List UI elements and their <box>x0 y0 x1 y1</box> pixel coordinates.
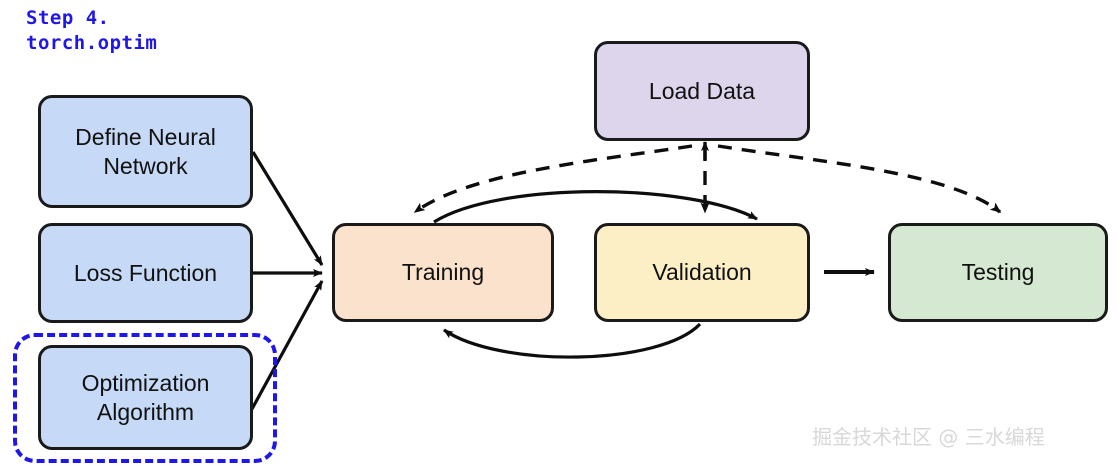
page-title-line2: torch.optim <box>26 32 158 54</box>
edge-load-data-to-training <box>413 144 693 214</box>
page-title-line1: Step 4. <box>26 7 110 29</box>
node-optimization-algorithm[interactable]: Optimization Algorithm <box>38 345 253 450</box>
node-define-neural-network[interactable]: Define Neural Network <box>38 95 253 208</box>
edge-load-data-to-testing <box>717 144 1002 214</box>
edge-define-network-to-training <box>251 151 324 266</box>
watermark: 掘金技术社区 @ 三水编程 <box>812 425 1045 449</box>
node-testing-label: Testing <box>961 259 1035 285</box>
edge-validation-to-training <box>443 322 702 359</box>
node-load-data-label: Load Data <box>648 77 756 104</box>
page-title: Step 4. torch.optim <box>26 6 157 56</box>
node-loss-function-label: Loss Function <box>73 259 218 286</box>
node-define-neural-network-label: Define Neural Network <box>75 123 216 179</box>
node-optimization-algorithm-label: Optimization Algorithm <box>81 369 210 425</box>
node-loss-function[interactable]: Loss Function <box>38 223 253 323</box>
optimization-highlight-box <box>13 333 277 463</box>
node-validation[interactable]: Validation <box>594 223 810 322</box>
node-training-label: Training <box>401 259 485 285</box>
node-load-data[interactable]: Load Data <box>594 41 810 141</box>
node-training[interactable]: Training <box>332 223 554 322</box>
edge-training-to-validation <box>433 190 758 224</box>
node-testing[interactable]: Testing <box>888 223 1108 322</box>
node-validation-label: Validation <box>652 259 752 285</box>
